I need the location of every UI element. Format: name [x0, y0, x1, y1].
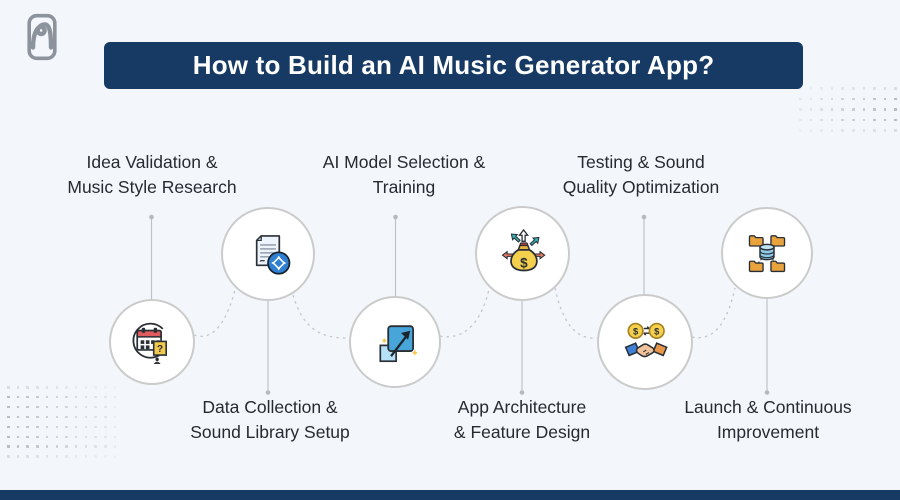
calendar-question-icon: ?: [127, 317, 177, 367]
step-label-4: App Architecture & Feature Design: [392, 395, 652, 445]
svg-text:$: $: [654, 325, 660, 336]
dot-pattern-top-right: [799, 87, 900, 140]
svg-text:$: $: [633, 325, 639, 336]
step-circle-6: [721, 207, 813, 299]
step-label-3-line-1: AI Model Selection &: [322, 152, 486, 172]
brand-logo-icon: [27, 13, 57, 61]
deal-handshake-icon: $ $: [618, 315, 672, 369]
title-banner: How to Build an AI Music Generator App?: [104, 42, 803, 89]
scale-up-icon: [369, 316, 421, 368]
step-label-2-line-2: Sound Library Setup: [190, 422, 350, 442]
step-circle-5: $ $: [597, 294, 693, 390]
document-sync-icon: [242, 228, 294, 280]
step-label-5-line-2: Quality Optimization: [562, 177, 720, 197]
step-circle-3: [349, 296, 441, 388]
svg-text:?: ?: [157, 344, 163, 355]
step-label-6-line-1: Launch & Continuous: [684, 397, 852, 417]
step-label-2: Data Collection & Sound Library Setup: [140, 395, 400, 445]
step-circle-1: ?: [109, 299, 195, 385]
step-label-3-line-2: Training: [372, 177, 436, 197]
step-label-4-line-2: & Feature Design: [453, 422, 591, 442]
step-label-1-line-2: Music Style Research: [67, 177, 237, 197]
step-circle-4: $: [475, 206, 570, 301]
step-circle-2: [221, 207, 315, 301]
step-label-6-line-2: Improvement: [716, 422, 820, 442]
data-distribution-icon: [741, 227, 793, 279]
svg-text:$: $: [520, 255, 528, 270]
step-label-4-line-1: App Architecture: [457, 397, 587, 417]
step-label-5: Testing & Sound Quality Optimization: [511, 150, 771, 200]
brand-logo: [27, 13, 57, 61]
dot-pattern-bottom-left: [7, 386, 117, 466]
page-title: How to Build an AI Music Generator App?: [192, 50, 715, 80]
step-label-2-line-1: Data Collection &: [202, 397, 338, 417]
step-label-5-line-1: Testing & Sound: [577, 152, 705, 172]
step-label-3: AI Model Selection & Training: [274, 150, 534, 200]
step-label-1: Idea Validation & Music Style Research: [22, 150, 282, 200]
step-label-6: Launch & Continuous Improvement: [638, 395, 898, 445]
footer-bar: [0, 490, 900, 500]
step-label-1-line-1: Idea Validation &: [86, 152, 218, 172]
budget-allocation-icon: $: [496, 227, 550, 281]
